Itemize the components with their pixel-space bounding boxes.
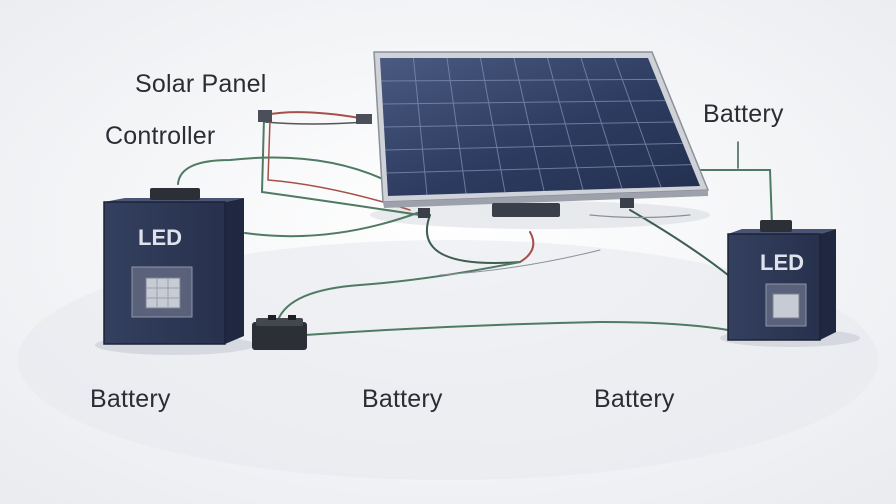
right-box-terminal [760,220,792,232]
panel-lead-connector [356,114,372,124]
label-battery-bottom-right: Battery [594,385,675,413]
label-solar-panel: Solar Panel [135,70,267,98]
panel-cell-line [385,142,683,151]
solar-panel [373,51,710,218]
junction-box [492,203,560,217]
label-battery-top-right: Battery [703,100,784,128]
mc4-connector-left [418,208,430,218]
panel-cell-line [386,164,692,174]
panel-cell-line [383,121,675,128]
panel-cell-line [382,100,666,105]
right-led-box [727,220,836,341]
label-battery-bottom-left: Battery [90,385,171,413]
panel-cell-grid [381,57,692,195]
left-led-box [103,188,244,345]
left-box-led-text: LED [138,225,182,250]
mc4-connector-right [620,198,634,208]
right-box-led-text: LED [760,250,804,275]
label-battery-bottom-center: Battery [362,385,443,413]
label-controller: Controller [105,122,216,150]
controller-connector [258,110,272,122]
left-box-terminal [150,188,200,200]
center-small-box [252,315,307,350]
panel-cell-line [381,78,657,82]
